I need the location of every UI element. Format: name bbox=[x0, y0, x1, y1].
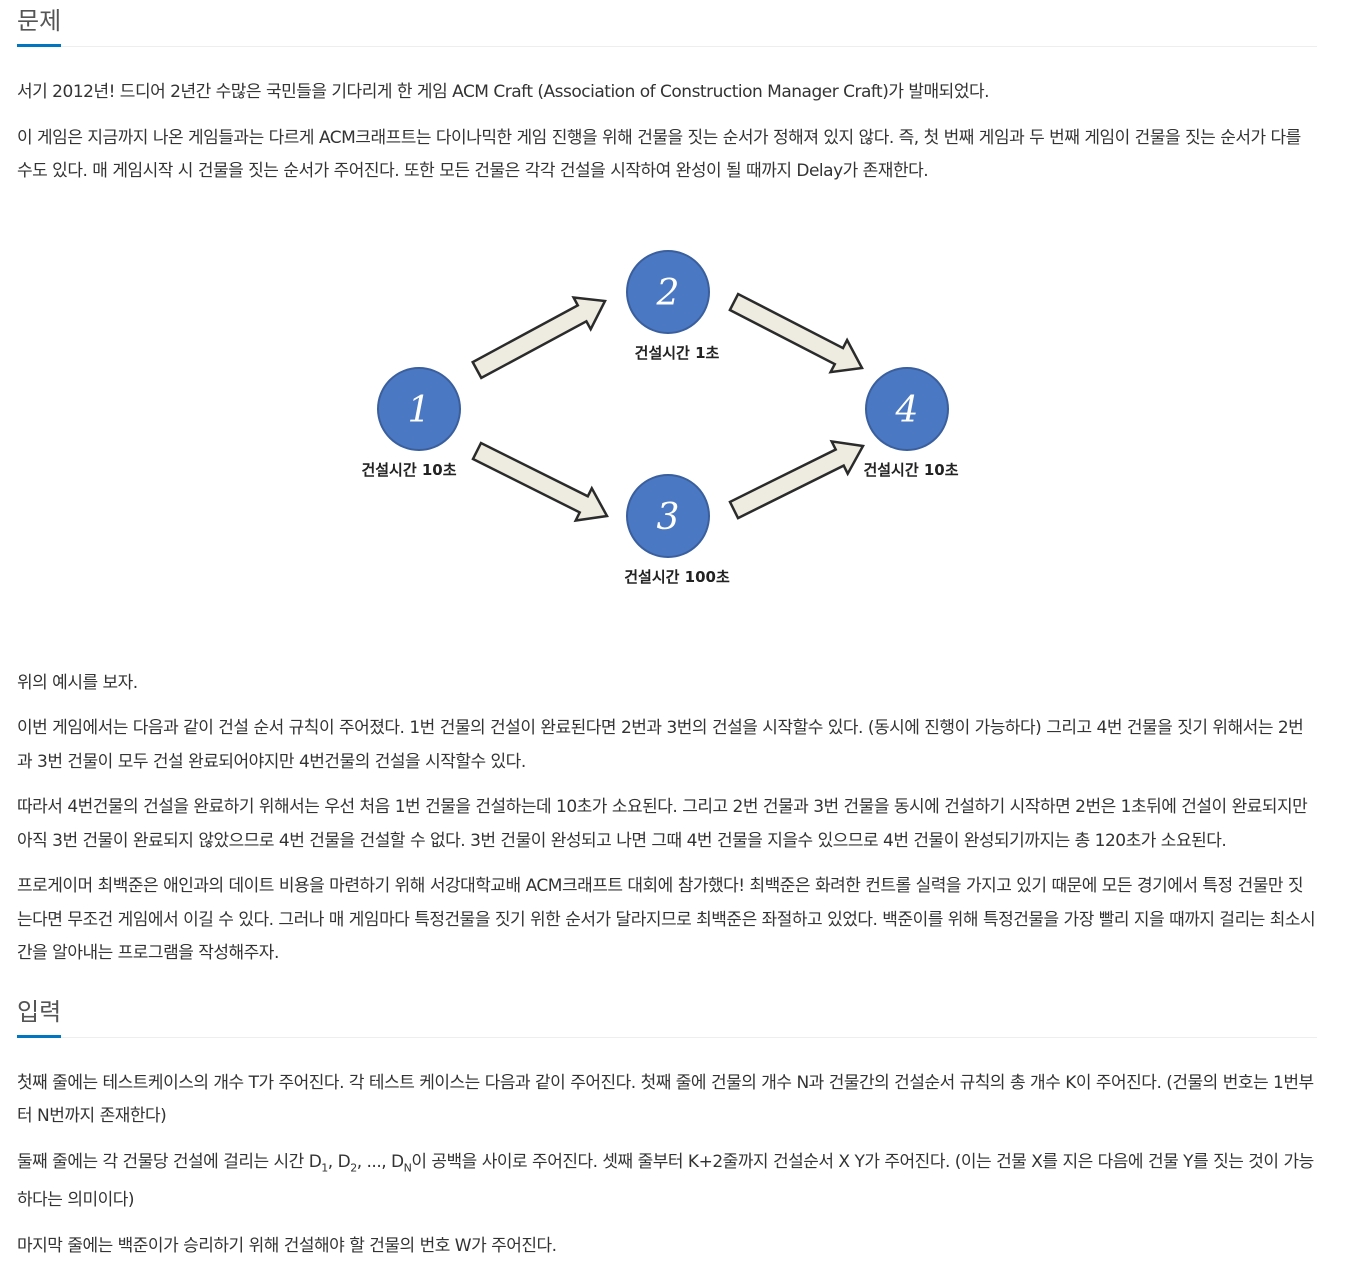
problem-paragraph-6: 프로게이머 최백준은 애인과의 데이트 비용을 마련하기 위해 서강대학교배 A… bbox=[17, 876, 1316, 963]
arrow-1-to-2 bbox=[471, 295, 607, 380]
input-p2-post: 이 공백을 사이로 주어진다. 셋째 줄부터 K+2줄까지 건설순서 X Y가 … bbox=[17, 1151, 1314, 1211]
diagram-nodes: 1 건설시간 10초 2 건설시간 1초 3 건설시간 100초 bbox=[361, 249, 959, 586]
node-3-label: 건설시간 100초 bbox=[624, 568, 730, 586]
node-4: 4 건설시간 10초 bbox=[863, 366, 959, 479]
input-p2-pre: 둘째 줄에는 각 건물당 건설에 걸리는 시간 D bbox=[17, 1151, 322, 1172]
node-3-circle bbox=[626, 473, 710, 558]
problem-paragraph-4: 이번 게임에서는 다음과 같이 건설 순서 규칙이 주어졌다. 1번 건물의 건… bbox=[17, 718, 1304, 772]
construction-diagram: 1 건설시간 10초 2 건설시간 1초 3 건설시간 100초 bbox=[17, 197, 1317, 657]
arrow-3-to-4 bbox=[728, 439, 865, 520]
node-4-circle bbox=[865, 366, 949, 451]
problem-paragraph-2: 이 게임은 지금까지 나온 게임들과는 다르게 ACM크래프트는 다이나믹한 게… bbox=[17, 127, 1301, 182]
node-2-label: 건설시간 1초 bbox=[635, 344, 720, 362]
problem-heading: 문제 bbox=[17, 4, 62, 47]
problem-paragraph-1: 서기 2012년! 드디어 2년간 수많은 국민들을 기다리게 한 게임 ACM… bbox=[17, 82, 990, 102]
node-4-label: 건설시간 10초 bbox=[863, 461, 958, 479]
input-paragraph-2: 둘째 줄에는 각 건물당 건설에 걸리는 시간 D1, D2, ..., DN이… bbox=[17, 1146, 1317, 1218]
diagram-arrows bbox=[471, 291, 865, 522]
input-heading: 입력 bbox=[17, 995, 62, 1038]
input-body: 첫째 줄에는 테스트케이스의 개수 T가 주어진다. 각 테스트 케이스는 다음… bbox=[17, 1067, 1317, 1264]
node-1-circle bbox=[377, 366, 461, 451]
input-p2-sub2: 2 bbox=[350, 1160, 357, 1174]
input-paragraph-3: 마지막 줄에는 백준이가 승리하기 위해 건설해야 할 건물의 번호 W가 주어… bbox=[17, 1235, 557, 1256]
input-p2-mid1: , D bbox=[327, 1151, 351, 1172]
diagram-svg: 1 건설시간 10초 2 건설시간 1초 3 건설시간 100초 bbox=[361, 249, 959, 586]
problem-paragraph-3: 위의 예시를 보자. bbox=[17, 672, 138, 693]
node-1: 1 건설시간 10초 bbox=[361, 366, 461, 479]
input-paragraph-1: 첫째 줄에는 테스트케이스의 개수 T가 주어진다. 각 테스트 케이스는 다음… bbox=[17, 1072, 1314, 1127]
problem-body: 서기 2012년! 드디어 2년간 수많은 국민들을 기다리게 한 게임 ACM… bbox=[17, 76, 1317, 971]
node-3: 3 건설시간 100초 bbox=[624, 473, 730, 586]
node-2: 2 건설시간 1초 bbox=[626, 249, 720, 362]
node-3-number: 3 bbox=[657, 497, 680, 538]
input-p2-subN: N bbox=[403, 1160, 412, 1174]
problem-section-header: 문제 bbox=[17, 4, 1317, 47]
arrow-2-to-4 bbox=[728, 291, 864, 374]
node-1-label: 건설시간 10초 bbox=[361, 461, 456, 479]
problem-paragraph-5: 따라서 4번건물의 건설을 완료하기 위해서는 우선 처음 1번 건물을 건설하… bbox=[17, 797, 1308, 851]
arrow-1-to-3 bbox=[471, 440, 609, 522]
input-section-header: 입력 bbox=[17, 995, 1317, 1038]
problem-page: 문제 서기 2012년! 드디어 2년간 수많은 국민들을 기다리게 한 게임 … bbox=[17, 4, 1317, 1263]
node-4-number: 4 bbox=[895, 390, 919, 431]
input-p2-mid2: , ..., D bbox=[356, 1151, 404, 1172]
node-2-circle bbox=[626, 249, 710, 334]
node-1-number: 1 bbox=[408, 390, 431, 431]
node-2-number: 2 bbox=[656, 273, 680, 314]
input-p2-sub1: 1 bbox=[321, 1160, 328, 1174]
